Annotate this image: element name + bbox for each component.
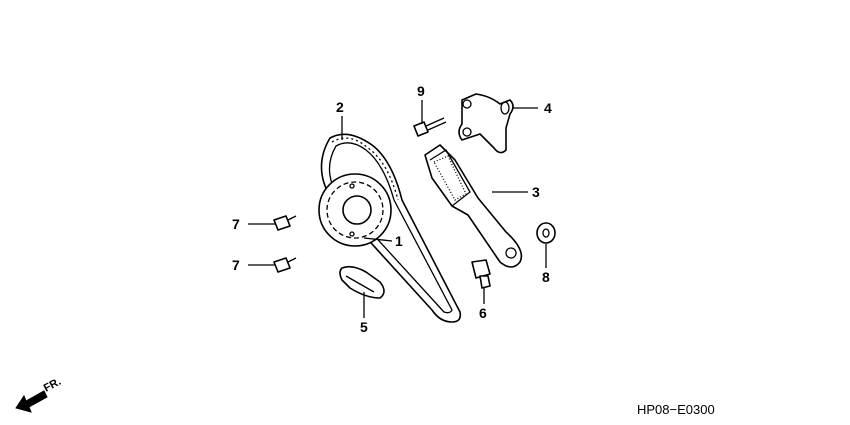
- bolt-7-upper: [273, 215, 297, 231]
- diagram-code: HP08−E0300: [637, 402, 715, 417]
- leader-lines: [248, 100, 547, 318]
- bolt-7-lower: [273, 257, 297, 273]
- callout-4: 4: [544, 100, 552, 116]
- bolt-9: [413, 117, 447, 137]
- callout-7-lower: 7: [232, 257, 240, 273]
- callout-3: 3: [532, 184, 540, 200]
- callout-6: 6: [479, 305, 487, 321]
- callout-9: 9: [417, 83, 425, 99]
- callout-2: 2: [336, 99, 344, 115]
- tensioner-arm: [424, 144, 523, 268]
- chain-guide: [339, 265, 385, 299]
- front-direction-arrow-icon: [15, 390, 48, 413]
- tensioner-lifter: [458, 93, 514, 154]
- callout-8: 8: [542, 269, 550, 285]
- callout-7-upper: 7: [232, 216, 240, 232]
- callout-1: 1: [395, 233, 403, 249]
- bolt-6: [471, 259, 491, 289]
- cam-sprocket: [318, 173, 392, 247]
- washer: [536, 222, 556, 244]
- direction-label: FR.: [42, 376, 63, 395]
- callout-5: 5: [360, 319, 368, 335]
